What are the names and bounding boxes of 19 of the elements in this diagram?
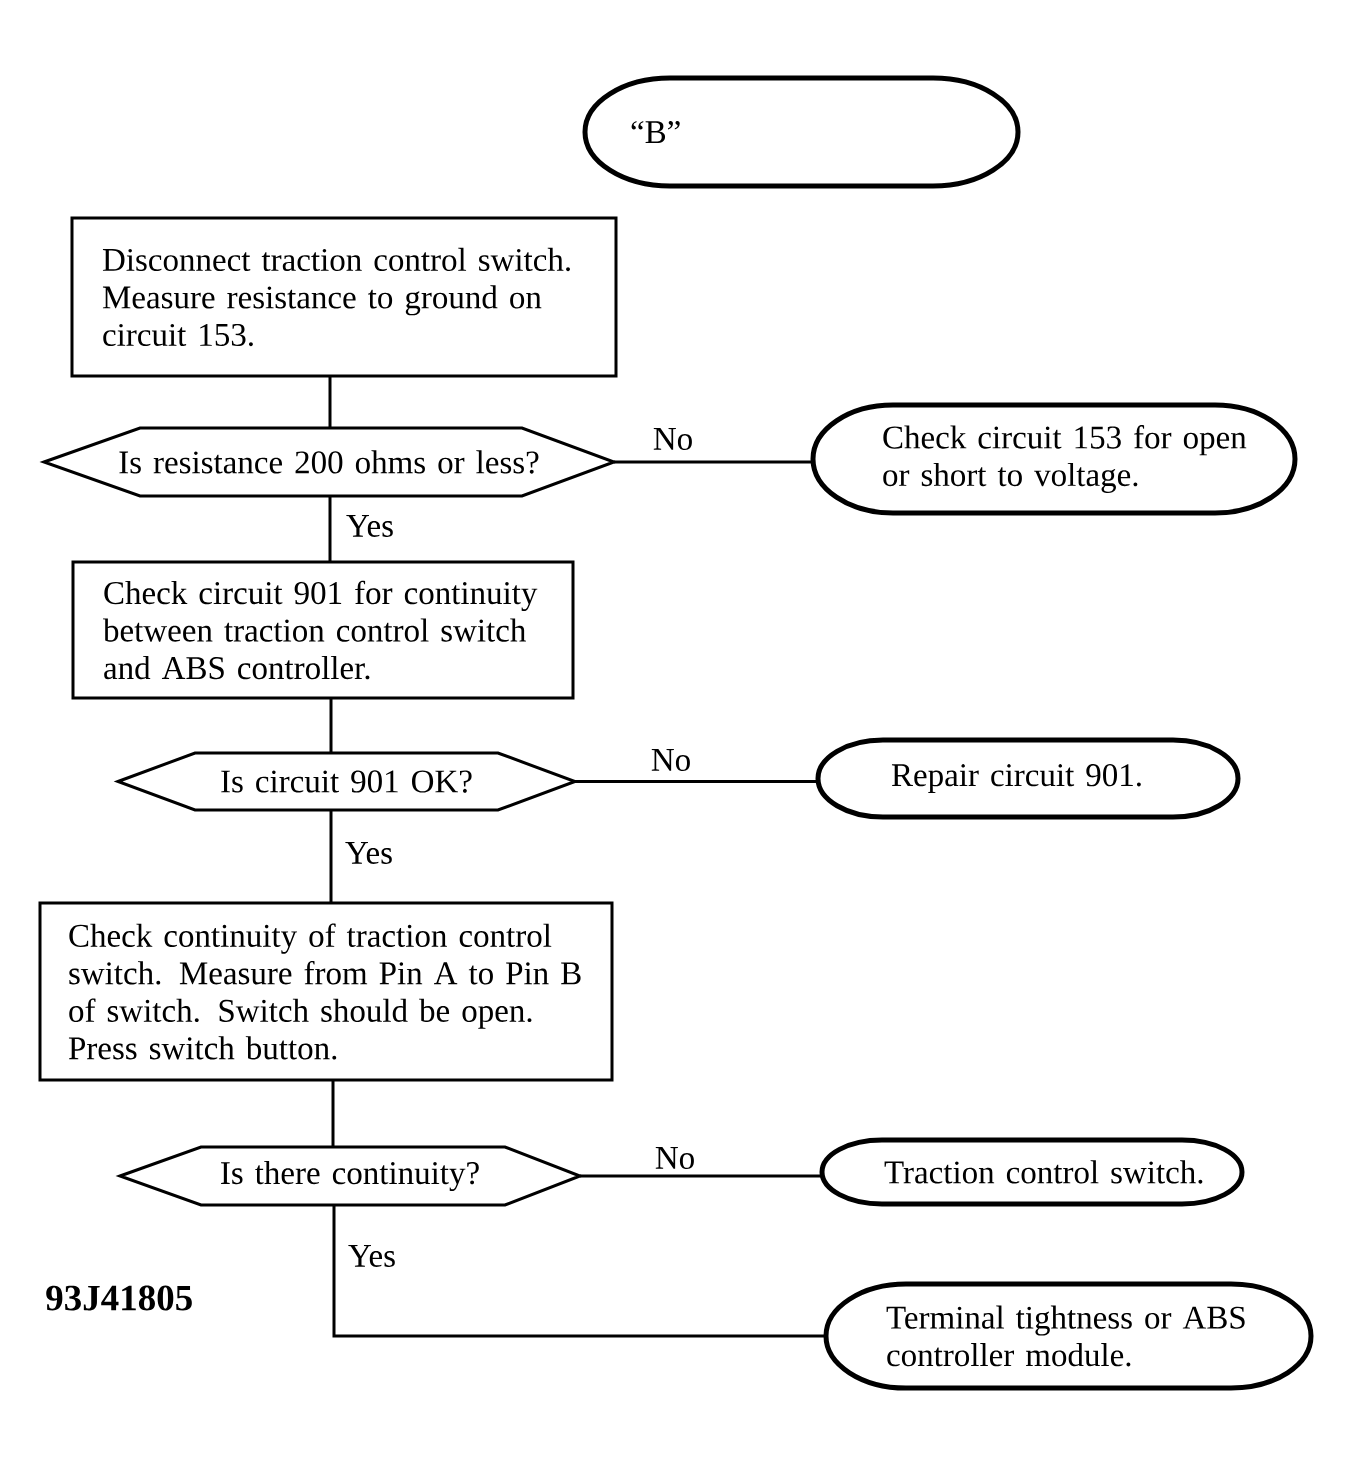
figure-number: 93J41805 [46, 1285, 192, 1311]
connector-line [328, 496, 332, 562]
connector-line [575, 780, 818, 783]
connector-line [331, 1080, 335, 1147]
connector-line [614, 460, 813, 464]
connector-line [329, 698, 333, 753]
process-box: Check circuit 901 for continuity between traction control switch and ABS controller. [71, 560, 575, 700]
process-box: Check continuity of traction control switch. Measure from Pin A to Pin B of switch. Switch should be open. Press switch button. [38, 901, 614, 1082]
connector-line [332, 1205, 826, 1338]
edge-label: No [653, 1146, 697, 1170]
edge-label: No [649, 748, 693, 772]
edge-label: Yes [345, 514, 395, 538]
edge-label: No [651, 427, 695, 451]
edge-label: Yes [347, 1244, 397, 1268]
edge-label: Yes [344, 841, 394, 865]
connector-line [328, 376, 332, 428]
process-box: Disconnect traction control switch. Measure resistance to ground on circuit 153. [70, 216, 618, 378]
connector-line [580, 1174, 822, 1178]
connector-line [329, 810, 333, 903]
